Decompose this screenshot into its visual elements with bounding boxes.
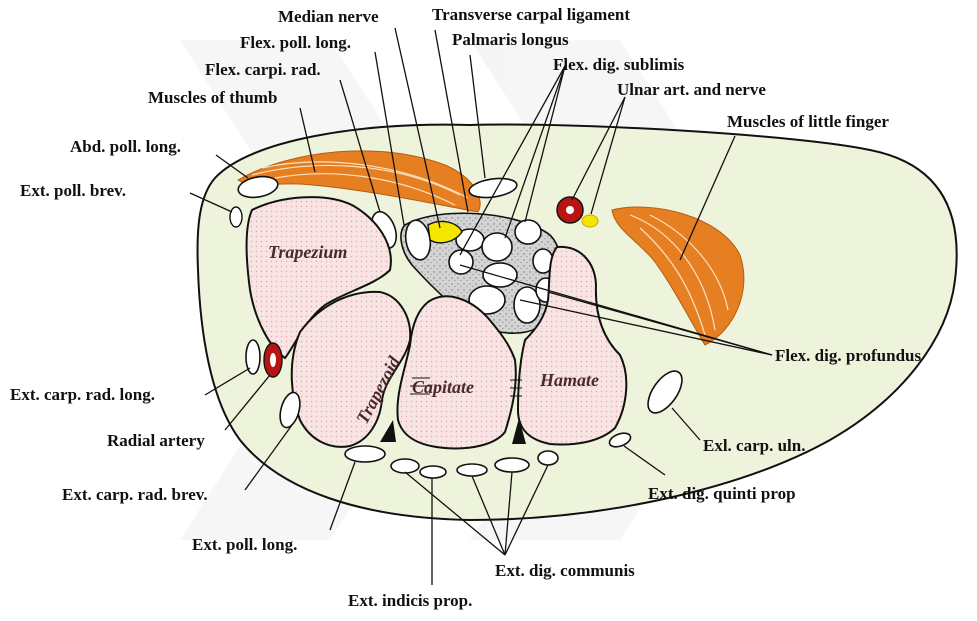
ulnar-nerve-shape xyxy=(582,215,598,227)
label-ext-poll-brev: Ext. poll. brev. xyxy=(20,181,126,200)
label-radial-artery: Radial artery xyxy=(107,431,205,450)
label-flex-carpi-rad: Flex. carpi. rad. xyxy=(205,60,321,79)
label-ext-carp-rad-long: Ext. carp. rad. long. xyxy=(10,385,155,404)
label-capitate: Capitate xyxy=(412,377,474,397)
label-abd-poll-long: Abd. poll. long. xyxy=(70,137,181,156)
label-trapezium: Trapezium xyxy=(268,242,347,262)
label-ext-poll-long: Ext. poll. long. xyxy=(192,535,297,554)
label-flex-poll-long: Flex. poll. long. xyxy=(240,33,351,52)
label-median-nerve: Median nerve xyxy=(278,7,379,26)
label-transverse-carpal-ligament: Transverse carpal ligament xyxy=(432,5,630,24)
label-ext-indicis-prop: Ext. indicis prop. xyxy=(348,591,472,610)
label-ext-dig-communis: Ext. dig. communis xyxy=(495,561,635,580)
label-ext-carp-rad-brev: Ext. carp. rad. brev. xyxy=(62,485,208,504)
label-palmaris-longus: Palmaris longus xyxy=(452,30,569,49)
label-exl-carp-uln: Exl. carp. uln. xyxy=(703,436,806,455)
label-ulnar-art-and-nerve: Ulnar art. and nerve xyxy=(617,80,766,99)
ext-poll-brev-tendon xyxy=(230,207,242,227)
label-flex-dig-profundus: Flex. dig. profundus xyxy=(775,346,922,365)
radial-artery-lumen xyxy=(270,353,276,367)
label-flex-dig-sublimis: Flex. dig. sublimis xyxy=(553,55,685,74)
label-muscles-of-thumb: Muscles of thumb xyxy=(148,88,277,107)
label-ext-dig-quinti-prop: Ext. dig. quinti prop xyxy=(648,484,796,503)
ulnar-artery-lumen xyxy=(566,206,574,214)
label-muscles-of-little-finger: Muscles of little finger xyxy=(727,112,889,131)
label-hamate: Hamate xyxy=(539,370,599,390)
